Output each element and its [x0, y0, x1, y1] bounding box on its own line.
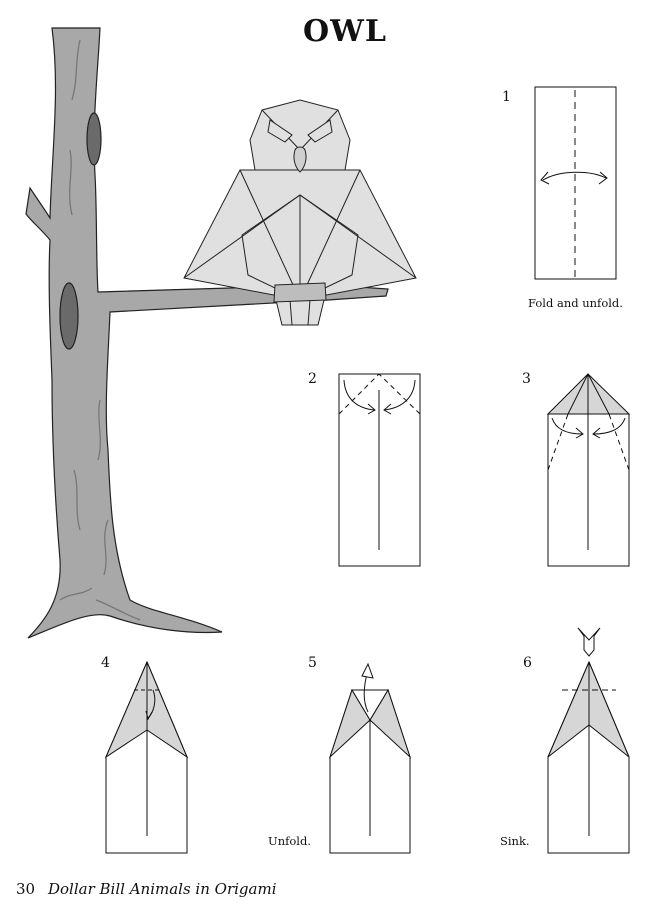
page-title: OWL: [303, 14, 387, 49]
owl-illustration: [183, 99, 417, 326]
step-3-diagram: [546, 373, 631, 567]
step-1-caption: Fold and unfold.: [528, 296, 623, 310]
footer-book-title: Dollar Bill Animals in Origami: [48, 880, 277, 898]
step-3-number: 3: [522, 371, 531, 387]
step-6-caption: Sink.: [500, 834, 530, 848]
step-2-diagram: [338, 373, 421, 567]
step-6-diagram: [547, 627, 630, 854]
step-5-number: 5: [308, 655, 317, 671]
step-6-number: 6: [523, 655, 532, 671]
tree-illustration: [25, 27, 389, 639]
footer-page-number: 30: [16, 880, 36, 898]
step-1-number: 1: [502, 89, 511, 105]
tree-knot-lower: [59, 282, 79, 350]
step-4-number: 4: [101, 655, 110, 671]
step-5-caption: Unfold.: [268, 834, 311, 848]
step-2-number: 2: [308, 371, 317, 387]
step-4-diagram: [104, 660, 189, 854]
step-1-diagram: [534, 86, 617, 280]
step-5-diagram: [328, 662, 412, 854]
tree-knot-upper: [86, 112, 102, 166]
